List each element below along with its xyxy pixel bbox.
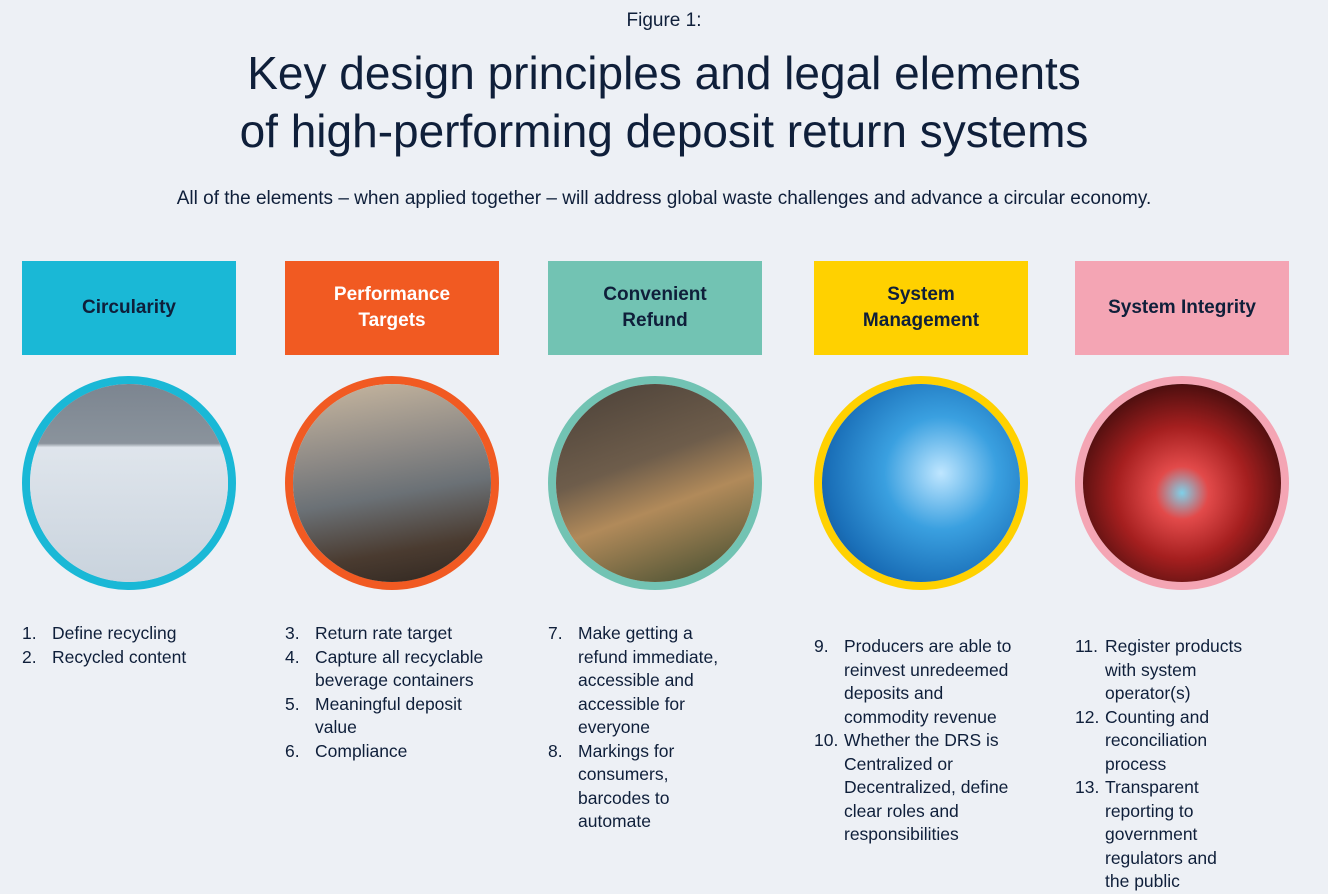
item-text: Recycled content	[52, 646, 187, 667]
list-item: 11. Register products with system operato…	[1075, 635, 1245, 706]
crushed-plastic-bottles-image	[30, 384, 228, 582]
column-convenient-refund: Convenient Refund 7. Make getting a refun…	[548, 261, 762, 831]
item-text: Whether the DRS is Centralized or Decent…	[844, 730, 1009, 844]
item-text: Counting and reconciliation process	[1105, 706, 1210, 774]
item-text: Register products with system operator(s…	[1105, 636, 1243, 703]
category-header: System Integrity	[1075, 261, 1289, 355]
item-number: 7.	[548, 623, 563, 643]
item-text: Markings for consumers, barcodes to auto…	[578, 740, 675, 832]
reverse-vending-machine-image	[1083, 384, 1281, 582]
list-item: 9. Producers are able to reinvest unredee…	[814, 635, 1014, 729]
list-item: 3. Return rate target	[285, 622, 499, 646]
category-header: System Management	[814, 261, 1028, 355]
item-number: 3.	[285, 623, 300, 643]
item-number: 5.	[285, 693, 300, 714]
kids-returning-bottles-image	[556, 384, 754, 582]
page-title: Key design principles and legal elements…	[0, 44, 1328, 160]
list-item: 4. Capture all recyclable beverage contai…	[285, 646, 499, 693]
item-number: 2.	[22, 646, 37, 667]
list-item: 2. Recycled content	[22, 646, 236, 670]
list-item: 6. Compliance	[285, 740, 499, 764]
item-number: 12.	[1075, 706, 1100, 727]
item-number: 9.	[814, 636, 829, 656]
item-text: Capture all recyclable beverage containe…	[315, 646, 484, 691]
category-photo-circle	[1075, 376, 1289, 590]
item-text: Producers are able to reinvest unredeeme…	[844, 636, 1012, 727]
water-bottles-conveyor-image	[822, 384, 1020, 582]
column-system-management: System Management 9. Producers are able t…	[814, 261, 1028, 844]
item-number: 6.	[285, 740, 300, 761]
item-number: 8.	[548, 740, 563, 761]
picking-litter-shore-image	[293, 384, 491, 582]
figure-label: Figure 1:	[626, 10, 702, 31]
category-photo-circle	[814, 376, 1028, 590]
title-line-1: Key design principles and legal elements	[247, 47, 1081, 99]
list-item: 1. Define recycling	[22, 622, 236, 646]
principles-list: 11. Register products with system operato…	[1075, 635, 1245, 894]
principles-list: 3. Return rate target 4. Capture all recycl…	[285, 622, 499, 763]
item-text: Compliance	[315, 740, 408, 761]
category-photo-circle	[285, 376, 499, 590]
title-line-2: of high-performing deposit return system…	[239, 105, 1089, 157]
item-number: 4.	[285, 646, 300, 667]
column-circularity: Circularity 1. Define recycling 2. Recycled…	[22, 261, 236, 667]
item-text: Define recycling	[52, 623, 177, 643]
category-photo-circle	[22, 376, 236, 590]
column-system-integrity: System Integrity 11. Register products wi…	[1075, 261, 1289, 891]
principles-list: 1. Define recycling 2. Recycled content	[22, 622, 236, 669]
subtitle: All of the elements – when applied toget…	[176, 188, 1152, 209]
column-performance-targets: Performance Targets 3. Return rate target…	[285, 261, 499, 761]
item-number: 10.	[814, 730, 839, 750]
category-header: Circularity	[22, 261, 236, 355]
item-text: Meaningful deposit value	[315, 693, 462, 738]
list-item: 7. Make getting a refund immediate, acces…	[548, 622, 743, 740]
list-item: 8. Markings for consumers, barcodes to au…	[548, 740, 743, 834]
category-header: Convenient Refund	[548, 261, 762, 355]
list-item: 10.Whether the DRS is Centralized or Dec…	[814, 729, 1014, 847]
item-number: 1.	[22, 623, 37, 643]
list-item: 5. Meaningful deposit value	[285, 693, 499, 740]
category-photo-circle	[548, 376, 762, 590]
category-header: Performance Targets	[285, 261, 499, 355]
item-number: 11.	[1075, 636, 1099, 656]
list-item: 12.Counting and reconciliation process	[1075, 706, 1245, 777]
item-text: Make getting a refund immediate, accessi…	[578, 623, 719, 737]
item-number: 13.	[1075, 777, 1100, 797]
list-item: 13.Transparent reporting to government r…	[1075, 776, 1245, 894]
principles-list: 7. Make getting a refund immediate, acces…	[548, 622, 743, 834]
item-text: Transparent reporting to government regu…	[1105, 777, 1217, 891]
item-text: Return rate target	[315, 623, 453, 643]
principles-list: 9. Producers are able to reinvest unredee…	[814, 635, 1014, 847]
